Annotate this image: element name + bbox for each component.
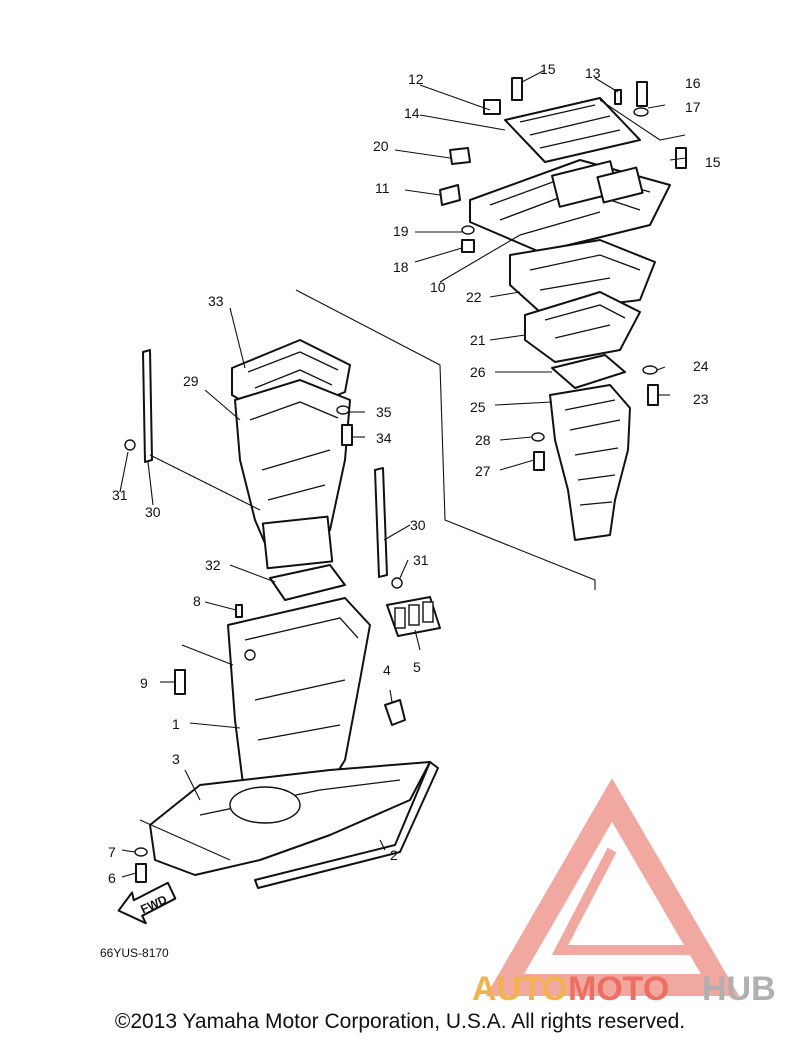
callout-11: 11	[375, 180, 390, 196]
callout-26: 26	[470, 364, 486, 380]
watermark-moto: MOTO	[568, 970, 669, 1008]
callout-35: 35	[376, 404, 392, 420]
callout-19: 19	[393, 223, 409, 239]
callout-18: 18	[393, 259, 409, 275]
callout-9: 9	[140, 675, 148, 691]
rubber-seals	[142, 349, 388, 578]
callout-15-right: 15	[705, 154, 721, 170]
callout-12: 12	[408, 71, 424, 87]
callout-4: 4	[383, 662, 391, 678]
callout-24: 24	[693, 358, 709, 374]
callout-7: 7	[108, 844, 116, 860]
lower-case	[149, 596, 441, 889]
callout-16: 16	[685, 75, 701, 91]
diagram-code: 66YUS-8170	[100, 946, 169, 960]
callout-32: 32	[205, 557, 221, 573]
callout-21: 21	[470, 332, 486, 348]
copyright-notice: ©2013 Yamaha Motor Corporation, U.S.A. A…	[114, 1010, 686, 1033]
automotohub-logo: AUTO MOTO HUB	[472, 778, 776, 1008]
callout-15-top: 15	[540, 61, 556, 77]
callout-17: 17	[685, 99, 701, 115]
upper-case-assembly	[231, 339, 351, 601]
watermark-hub: HUB	[702, 970, 776, 1008]
leader-lines	[119, 69, 687, 878]
callout-20: 20	[373, 138, 389, 154]
callout-28: 28	[475, 432, 491, 448]
callout-8: 8	[193, 593, 201, 609]
callout-29: 29	[183, 373, 199, 389]
callout-27: 27	[475, 463, 491, 479]
callout-2: 2	[390, 847, 398, 863]
callout-labels: 1 2 3 4 5 6 7 8 9 10 11 12 13 14 15 15 1…	[108, 61, 721, 886]
callout-13: 13	[585, 65, 601, 81]
callout-5: 5	[413, 659, 421, 675]
callout-6: 6	[108, 870, 116, 886]
callout-3: 3	[172, 751, 180, 767]
exhaust-guide-assembly	[469, 97, 671, 541]
callout-30-left: 30	[145, 504, 161, 520]
watermark-auto: AUTO	[472, 970, 568, 1008]
callout-14: 14	[404, 105, 420, 121]
callout-31-right: 31	[413, 552, 429, 568]
callout-22: 22	[466, 289, 482, 305]
callout-33: 33	[208, 293, 224, 309]
callout-10: 10	[430, 279, 446, 295]
forward-arrow-icon: FWD	[117, 881, 177, 925]
callout-30-right: 30	[410, 517, 426, 533]
callout-34: 34	[376, 430, 392, 446]
callout-25: 25	[470, 399, 486, 415]
callout-23: 23	[693, 391, 709, 407]
callout-31-left: 31	[112, 487, 128, 503]
callout-1: 1	[172, 716, 180, 732]
